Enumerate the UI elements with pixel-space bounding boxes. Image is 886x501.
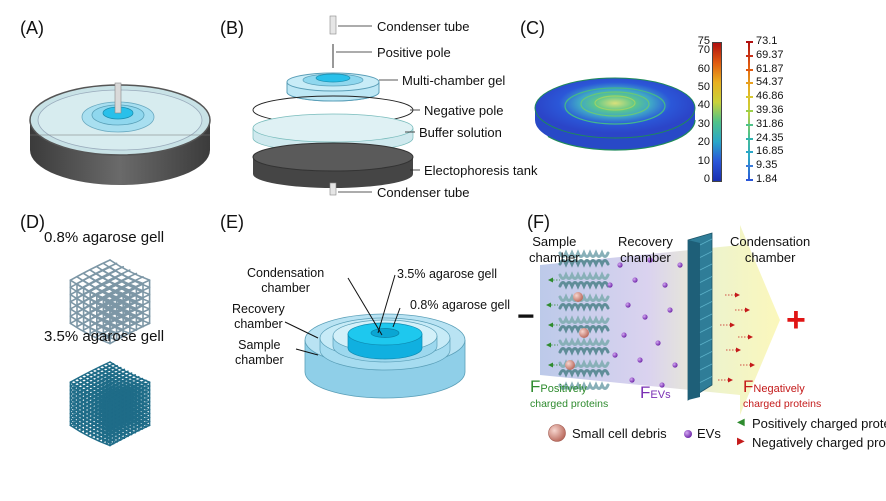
colorbar-tick-label: 40 (697, 99, 710, 112)
colorbar-tick-label: 75 (697, 35, 710, 47)
label-sample-chamber-f-text: Sample chamber (529, 234, 580, 265)
label-sample-chamber-f: Sample chamber (529, 234, 580, 266)
contour-tick-mark (746, 68, 753, 71)
label-agarose-high: 3.5% agarose gell (44, 328, 165, 345)
panel-label-f: (F) (527, 212, 550, 232)
force-negative-f: F (743, 377, 754, 396)
contour-tick-mark (746, 82, 753, 85)
label-recovery-chamber-e: Recovery chamber (232, 302, 285, 332)
contour-tick-label: 9.35 (756, 159, 778, 172)
minus-pole-symbol: − (517, 300, 535, 333)
contour-tick-mark (746, 54, 753, 57)
force-evs-f: F (640, 383, 651, 402)
colorbar-tick-label: 60 (697, 62, 710, 75)
contour-tick-mark (746, 123, 753, 126)
force-evs-sub: EVs (650, 389, 671, 401)
contour-tick-label: 39.36 (756, 104, 784, 116)
legend-evs-label: EVs (697, 426, 721, 441)
label-condenser-tube-bottom: Condenser tube (377, 185, 470, 200)
contour-tick-label: 24.35 (756, 131, 784, 144)
colorbar-continuous (712, 42, 722, 182)
contour-tick-label: 69.37 (756, 48, 784, 61)
panel-b-exploded-illustration (252, 15, 420, 196)
contour-tick-mark (746, 96, 753, 99)
panel-label-e: (E) (220, 212, 244, 232)
legend-neg-arrow-icon: ▶ (737, 436, 745, 447)
panel-label-d: (D) (20, 212, 45, 232)
panel-label-c: (C) (520, 18, 545, 38)
contour-tick-mark (746, 110, 753, 112)
label-sample-chamber-e-text: Sample chamber (235, 338, 284, 367)
force-evs-label: FEVs (640, 383, 671, 403)
legend-pos-label: Positively charged protein (752, 416, 886, 431)
label-recovery-chamber-f-text: Recovery chamber (618, 234, 673, 265)
contour-tick-label: 73.1 (756, 35, 778, 47)
contour-tick-mark (746, 165, 753, 168)
panel-f-separation-schematic (540, 225, 780, 415)
mesh-agarose-low-icon (69, 259, 151, 345)
label-condensation-chamber-f: Condensation chamber (730, 234, 810, 266)
legend-debris-label: Small cell debris (572, 426, 667, 441)
contour-tick-label: 46.86 (756, 90, 784, 103)
legend-ev-icon (684, 430, 692, 438)
colorbar-tick-label: 30 (697, 117, 710, 130)
colorbar-tick-label: 50 (697, 81, 710, 93)
panel-e-chamber-illustration (304, 313, 466, 399)
colorbar-tick-label: 70 (697, 44, 710, 57)
colorbar-tick-label: 20 (697, 136, 710, 149)
panel-c-field-simulation (534, 77, 696, 151)
force-negative-sub: Negatively (753, 383, 805, 395)
label-condenser-tube-top: Condenser tube (377, 19, 470, 34)
contour-tick-mark (746, 137, 753, 140)
label-multi-chamber-gel: Multi-chamber gel (402, 73, 506, 88)
panel-label-a: (A) (20, 18, 44, 38)
contour-tick-label: 31.86 (756, 117, 784, 130)
label-negative-pole: Negative pole (424, 103, 504, 118)
force-positive-f: F (530, 377, 541, 396)
label-positive-pole: Positive pole (377, 45, 451, 60)
contour-tick-label: 1.84 (756, 173, 778, 185)
label-recovery-chamber-e-text: Recovery chamber (232, 302, 285, 331)
contour-tick-label: 16.85 (756, 145, 784, 158)
force-negative-sub2: charged proteins (743, 398, 822, 410)
panel-a-tank-illustration (29, 82, 211, 185)
label-gel-35-e: 3.5% agarose gell (397, 267, 498, 281)
contour-tick-label: 61.87 (756, 62, 784, 75)
contour-tick-label: 54.37 (756, 76, 784, 89)
legend-debris-icon (548, 424, 566, 442)
panel-label-b: (B) (220, 18, 244, 38)
legend-neg-label: Negatively charged protein (752, 435, 886, 450)
label-agarose-low: 0.8% agarose gell (44, 229, 165, 246)
label-buffer-solution: Buffer solution (419, 125, 502, 140)
label-recovery-chamber-f: Recovery chamber (618, 234, 673, 266)
force-positive-sub2: charged proteins (530, 398, 609, 410)
colorbar-tick-label: 0 (703, 173, 710, 185)
contour-tick-mark (746, 179, 753, 181)
force-negative-label: FNegatively charged proteins (743, 377, 822, 411)
legend-pos-arrow-icon: ◀ (737, 417, 745, 428)
label-gel-08-e: 0.8% agarose gell (410, 298, 511, 312)
force-positive-sub: Positively (540, 383, 587, 395)
label-condensation-chamber-e: Condensation chamber (247, 266, 324, 296)
contour-tick-mark (746, 151, 753, 154)
mesh-agarose-high-icon (69, 361, 151, 447)
colorbar-tick-label: 10 (697, 154, 710, 167)
plus-pole-symbol: + (786, 301, 806, 339)
contour-tick-mark (746, 41, 753, 43)
label-sample-chamber-e: Sample chamber (235, 338, 284, 368)
label-condensation-chamber-e-text: Condensation chamber (247, 266, 325, 295)
label-electrophoresis-tank: Electophoresis tank (424, 163, 538, 178)
force-positive-label: FPositively charged proteins (530, 377, 609, 411)
label-condensation-chamber-f-text: Condensation chamber (730, 234, 811, 265)
